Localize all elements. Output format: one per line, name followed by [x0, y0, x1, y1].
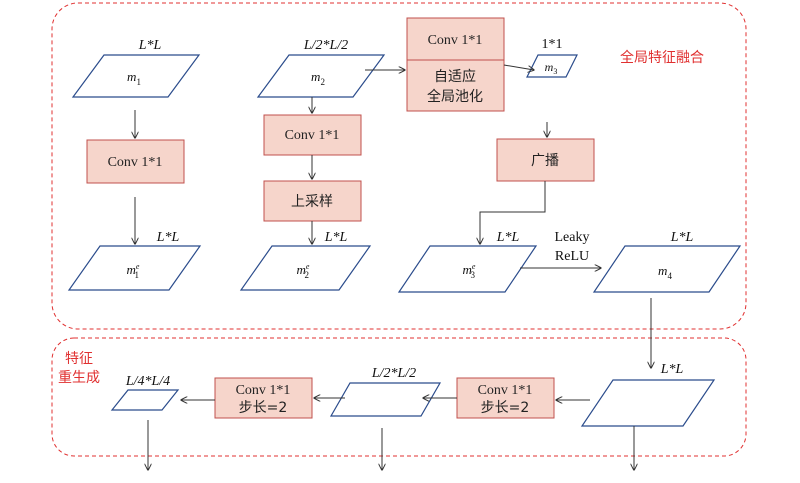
conv-stride-box-2-line1: Conv 1*1 [236, 383, 291, 398]
size-label-m3e: L*L [496, 230, 520, 245]
feature-map-m1 [71, 54, 201, 98]
adaptive-pool-label-line1: 自适应 [434, 68, 476, 85]
feature-map-r3 [110, 389, 180, 411]
math-label-m2: m2 [311, 69, 325, 87]
adaptive-pool-box [406, 59, 505, 112]
size-label-r2: L/2*L/2 [371, 366, 416, 381]
adaptive-pool-label-line2: 全局池化 [427, 88, 483, 105]
conv-box-m1-label: Conv 1*1 [108, 155, 163, 170]
size-label-m2: L/2*L/2 [303, 38, 348, 53]
broadcast-box-label: 广播 [531, 153, 559, 169]
arrow-broadcast-to-m3e [480, 181, 546, 244]
math-label-m1: m1 [127, 69, 141, 87]
feature-regen-label-line2: 重生成 [58, 370, 100, 386]
size-label-m1e: L*L [156, 230, 180, 245]
conv-box-m2 [263, 114, 362, 156]
conv-stride-box-1-line2: 步长=2 [481, 400, 530, 416]
feature-regen-region [51, 337, 747, 457]
feature-map-r2 [329, 382, 442, 417]
feature-map-m1e [67, 245, 202, 291]
size-label-m3: 1*1 [542, 37, 563, 52]
feature-map-r1 [580, 379, 716, 427]
upsample-box-label: 上采样 [291, 194, 333, 210]
size-label-r3: L/4*L/4 [125, 374, 170, 389]
activation-label-line2: ReLU [555, 249, 589, 264]
global-fusion-region [51, 2, 747, 330]
broadcast-box [496, 138, 595, 182]
feature-regen-label-line1: 特征 [65, 351, 93, 367]
conv-stride-box-2 [214, 377, 313, 419]
feature-map-m2 [256, 54, 386, 98]
feature-map-m3e [397, 245, 538, 293]
activation-label-line1: Leaky [555, 230, 590, 245]
conv-stride-box-1 [456, 377, 555, 419]
size-label-r1: L*L [660, 362, 684, 377]
conv-box-m1 [86, 139, 185, 184]
conv-stride-box-1-line1: Conv 1*1 [478, 383, 533, 398]
size-label-m4: L*L [670, 230, 694, 245]
size-label-m1: L*L [138, 38, 162, 53]
feature-map-m2e [239, 245, 372, 291]
conv-stride-box-2-line2: 步长=2 [239, 400, 288, 416]
math-label-m3: m3 [545, 60, 558, 76]
arrow-pool-to-m3 [503, 64, 534, 70]
global-fusion-label: 全局特征融合 [620, 49, 704, 66]
conv-box-top-label: Conv 1*1 [428, 33, 483, 48]
feature-map-m4 [592, 245, 742, 293]
size-label-m2e: L*L [324, 230, 348, 245]
conv-box-m2-label: Conv 1*1 [285, 128, 340, 143]
math-label-m4: m4 [658, 263, 672, 281]
